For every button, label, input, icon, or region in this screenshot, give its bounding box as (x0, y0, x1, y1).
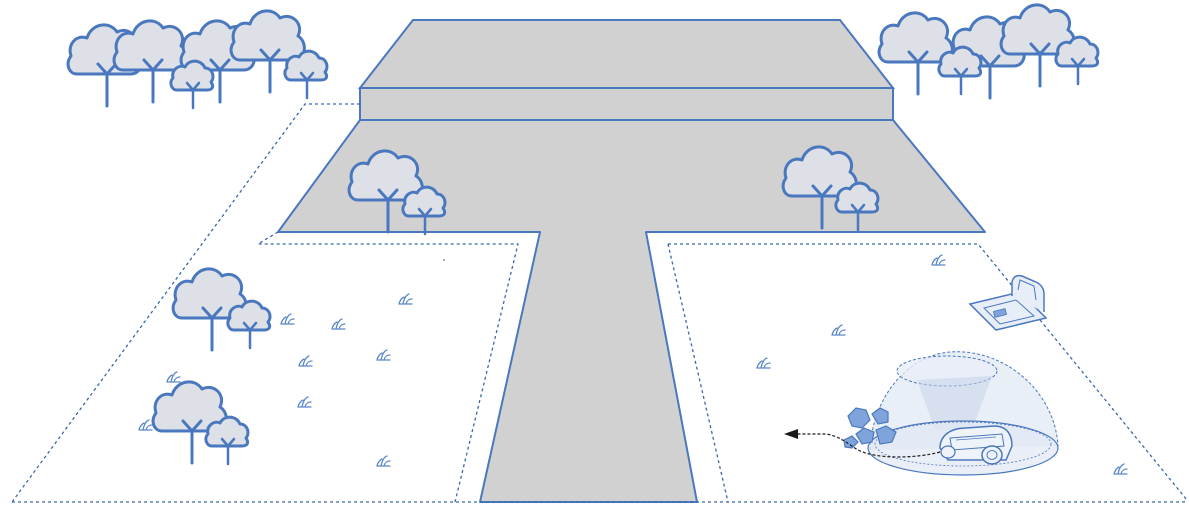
grass-tuft-icon (297, 396, 312, 408)
grass-tuft-icon (280, 313, 295, 325)
mower-icon (981, 445, 1003, 465)
avoidance-path-arrow (784, 429, 941, 458)
charging-dock-icon (1011, 274, 1045, 312)
robotic-mower (939, 425, 1013, 465)
lawn-trees (151, 267, 272, 466)
lawn-zone-right (667, 243, 1188, 503)
charging-station (968, 274, 1048, 331)
tree-icon (283, 49, 329, 100)
tree-icon (204, 415, 250, 466)
rock-icon (875, 425, 897, 445)
grass-tuft-icon (298, 355, 313, 367)
grass-tuft-icon (831, 324, 846, 336)
building (357, 19, 896, 121)
grass-tuft-icon (756, 357, 771, 369)
tree-icon (937, 45, 983, 96)
grass-tuft-icon (138, 419, 153, 431)
tree-icon (169, 59, 215, 110)
grass-tuft-icon (1113, 463, 1128, 475)
grass-tuft-icon (398, 293, 413, 305)
obstacle-rocks (843, 407, 897, 449)
rock-icon (855, 427, 875, 445)
grass-tuft-icon (376, 455, 391, 467)
rock-icon (843, 435, 859, 449)
rock-icon (871, 407, 889, 425)
grass-tuft-icon (376, 349, 391, 361)
tree-icon (877, 11, 954, 96)
rock-icon (847, 407, 871, 429)
stray-dot (443, 259, 445, 261)
arrow-icon (784, 429, 798, 439)
grass-tuft-icon (166, 371, 181, 383)
tree-cluster-left (66, 9, 329, 110)
grass-tuft-icon (331, 318, 346, 330)
lawn-zone-left (11, 103, 519, 503)
tree-cluster-right (877, 3, 1100, 100)
grass-tuft-icon (931, 254, 946, 266)
tree-icon (1054, 35, 1100, 86)
tree-icon (226, 299, 272, 350)
